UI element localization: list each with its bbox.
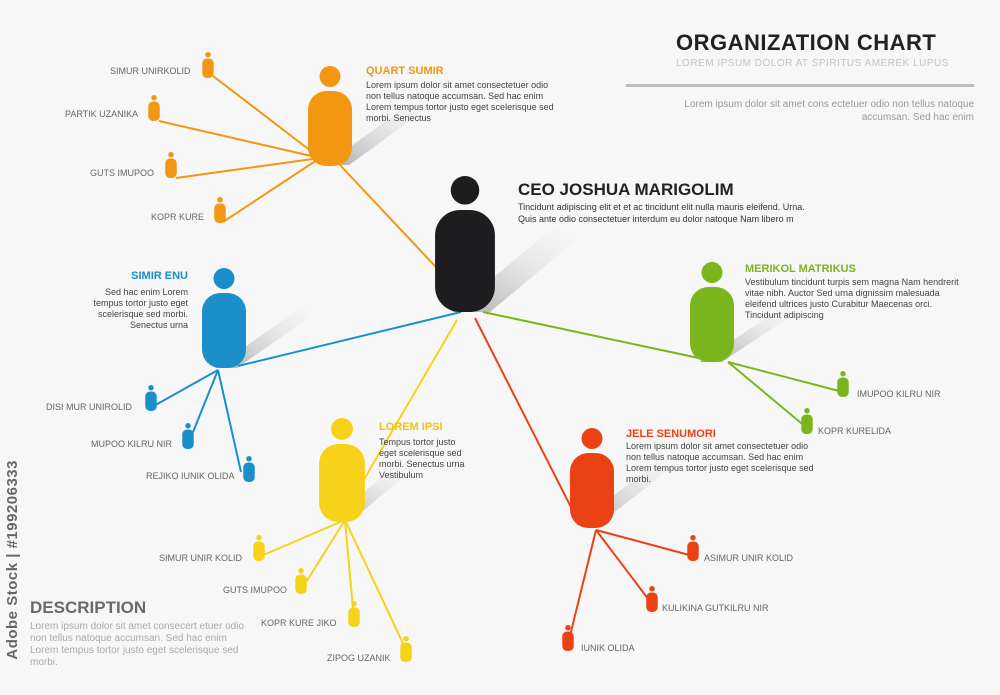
manager-person-icon <box>690 262 734 362</box>
employee-label: IUNIK OLIDA <box>581 643 635 653</box>
manager-person-icon <box>570 428 614 528</box>
manager-description-yellow: Tempus tortor justo eget scelerisque sed… <box>379 437 465 480</box>
employee-label: GUTS IMUPOO <box>223 585 288 595</box>
connector-line <box>217 369 242 473</box>
employee-label: ZIPOG UZANIK <box>327 653 391 663</box>
employee-person-icon <box>646 586 658 612</box>
employee-label: SIMUR UNIRKOLID <box>110 66 191 76</box>
connector-line <box>567 529 597 645</box>
manager-person-icon <box>319 418 365 522</box>
employee-person-icon <box>214 197 226 223</box>
connector-line <box>595 529 653 605</box>
employee-person-icon <box>400 636 412 662</box>
header-divider <box>626 84 974 87</box>
employee-label: GUTS IMUPOO <box>90 168 155 178</box>
connector-line <box>158 120 321 159</box>
connector-line <box>188 369 219 443</box>
manager-description-green: Vestibulum tincidunt turpis sem magna Na… <box>745 277 959 320</box>
ceo-person-icon <box>435 176 495 312</box>
employee-person-icon <box>348 601 360 627</box>
connector-line <box>302 519 346 588</box>
connector-line <box>260 519 346 557</box>
employee-person-icon <box>243 456 255 482</box>
ceo-name: CEO JOSHUA MARIGOLIM <box>518 180 734 199</box>
manager-name-green: MERIKOL MATRIKUS <box>745 263 856 275</box>
manager-name-orange: QUART SUMIR <box>366 65 444 77</box>
description-body: Lorem ipsum dolor sit amet consecert etu… <box>30 621 244 668</box>
employee-person-icon <box>145 385 157 411</box>
employee-label: SIMUR UNIR KOLID <box>159 553 243 563</box>
employee-label: KULIKINA GUTKILRU NIR <box>662 603 769 613</box>
employee-label: DISI MUR UNIROLID <box>46 402 133 412</box>
employee-label: KOPR KURE JIKO <box>261 618 337 628</box>
connector-line <box>482 311 709 361</box>
connector-line <box>151 369 219 408</box>
connector-line <box>727 361 808 429</box>
connector-line <box>237 311 462 367</box>
connector-line <box>727 361 844 393</box>
stock-watermark: Adobe Stock | #199206333 <box>4 460 21 660</box>
manager-description-blue: Sed hac enim Lorem tempus tortor justo e… <box>93 287 188 330</box>
description-title: DESCRIPTION <box>30 598 147 617</box>
manager-description-red: Lorem ipsum dolor sit amet consectetuer … <box>626 441 814 484</box>
employee-label: REJIKO IUNIK OLIDA <box>146 471 235 481</box>
manager-name-blue: SIMIR ENU <box>131 270 188 282</box>
ceo-description: Tincidunt adipiscing elit et et ac tinci… <box>518 202 805 224</box>
connector-line <box>595 529 694 557</box>
employee-person-icon <box>165 152 177 178</box>
employee-person-icon <box>253 535 265 561</box>
manager-description-orange: Lorem ipsum dolor sit amet consectetuer … <box>366 80 554 123</box>
connector-line <box>474 317 581 526</box>
employee-person-icon <box>837 371 849 397</box>
manager-name-red: JELE SENUMORI <box>626 428 716 440</box>
employee-person-icon <box>295 568 307 594</box>
employee-label: PARTIK UZANIKA <box>65 109 139 119</box>
employee-label: IMUPOO KILRU NIR <box>857 389 941 399</box>
header-description: Lorem ipsum dolor sit amet cons ectetuer… <box>684 99 974 123</box>
employee-label: ASIMUR UNIR KOLID <box>704 553 794 563</box>
manager-name-yellow: LOREM IPSI <box>379 421 443 433</box>
employee-person-icon <box>148 95 160 121</box>
page-title: ORGANIZATION CHART <box>676 30 937 55</box>
connector-line <box>212 75 321 159</box>
page-subtitle: LOREM IPSUM DOLOR AT SPIRITUS AMEREK LUP… <box>676 58 949 69</box>
manager-person-icon <box>308 66 352 166</box>
connector-line <box>175 157 321 179</box>
manager-shadow <box>325 95 446 165</box>
employee-label: MUPOO KILRU NIR <box>91 439 173 449</box>
employee-label: KOPR KURE <box>151 212 205 222</box>
manager-person-icon <box>202 268 246 368</box>
connector-line <box>344 519 409 655</box>
employee-person-icon <box>687 535 699 561</box>
employee-person-icon <box>182 423 194 449</box>
employee-person-icon <box>562 625 574 651</box>
connector-line <box>222 157 321 223</box>
employee-person-icon <box>202 52 214 78</box>
employee-person-icon <box>801 408 813 434</box>
employee-label: KOPR KURELIDA <box>818 426 892 436</box>
